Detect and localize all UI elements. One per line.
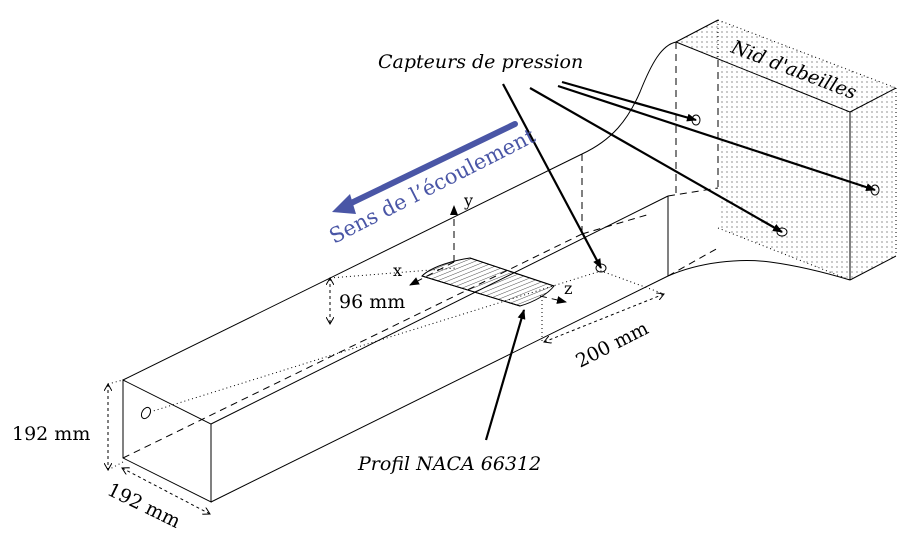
dim-96-text: 96 mm	[339, 291, 405, 313]
chamber-top-right	[849, 87, 897, 113]
dim-192w-text: 192 mm	[104, 479, 184, 533]
contraction-top-curve	[581, 41, 677, 155]
contraction-bottom-curve	[667, 260, 851, 281]
contraction-hidden-2	[581, 213, 651, 235]
x-axis-line	[409, 261, 455, 286]
profile-trailing-edge	[421, 275, 521, 307]
sensor-leader-2	[557, 84, 876, 192]
test-section-front-face	[122, 379, 212, 503]
flow-direction: Sens de l’écoulement	[325, 121, 540, 249]
dim-192h-text: 192 mm	[12, 423, 90, 445]
sensor-leader-1	[561, 80, 697, 122]
contraction-hidden-1	[667, 187, 719, 197]
flow-direction-label: Sens de l’écoulement	[325, 124, 539, 249]
test-section-top-edge-right	[210, 195, 669, 425]
chamber-bottom-right	[849, 255, 897, 281]
sensor-leaders	[502, 80, 876, 269]
honeycomb-top	[676, 20, 896, 112]
y-axis-label: y	[463, 191, 473, 210]
honeycomb-face	[718, 60, 850, 280]
chamber-top-left	[675, 19, 719, 43]
sensor-leader-3	[529, 87, 783, 233]
profile-leading-edge	[469, 257, 555, 287]
x-axis-label: x	[393, 261, 402, 280]
flow-arrow	[342, 121, 518, 209]
dim-192h-ext-bottom	[107, 461, 124, 471]
z-axis-line	[539, 295, 567, 304]
profile-leader	[484, 309, 526, 441]
z-axis-label: z	[564, 279, 572, 298]
dimensions: 96 mm 200 mm 192 mm 192 mm	[12, 267, 665, 533]
chamber-top-front	[675, 41, 851, 113]
dim-192h-ext-top	[107, 379, 124, 385]
contraction-hidden-3	[667, 247, 719, 277]
test-section-top-edge-left	[122, 153, 583, 381]
inlet-tap	[140, 406, 152, 420]
settling-chamber	[675, 19, 897, 281]
dim-192w-line	[122, 468, 210, 514]
flow-arrow-head	[332, 194, 356, 214]
sensor-leader-4	[502, 83, 602, 269]
sensors-label: Capteurs de pression	[378, 51, 583, 73]
profile-label: Profil NACA 66312	[357, 453, 541, 475]
dim-200-ext-2	[603, 271, 665, 295]
naca-profile	[421, 257, 555, 307]
